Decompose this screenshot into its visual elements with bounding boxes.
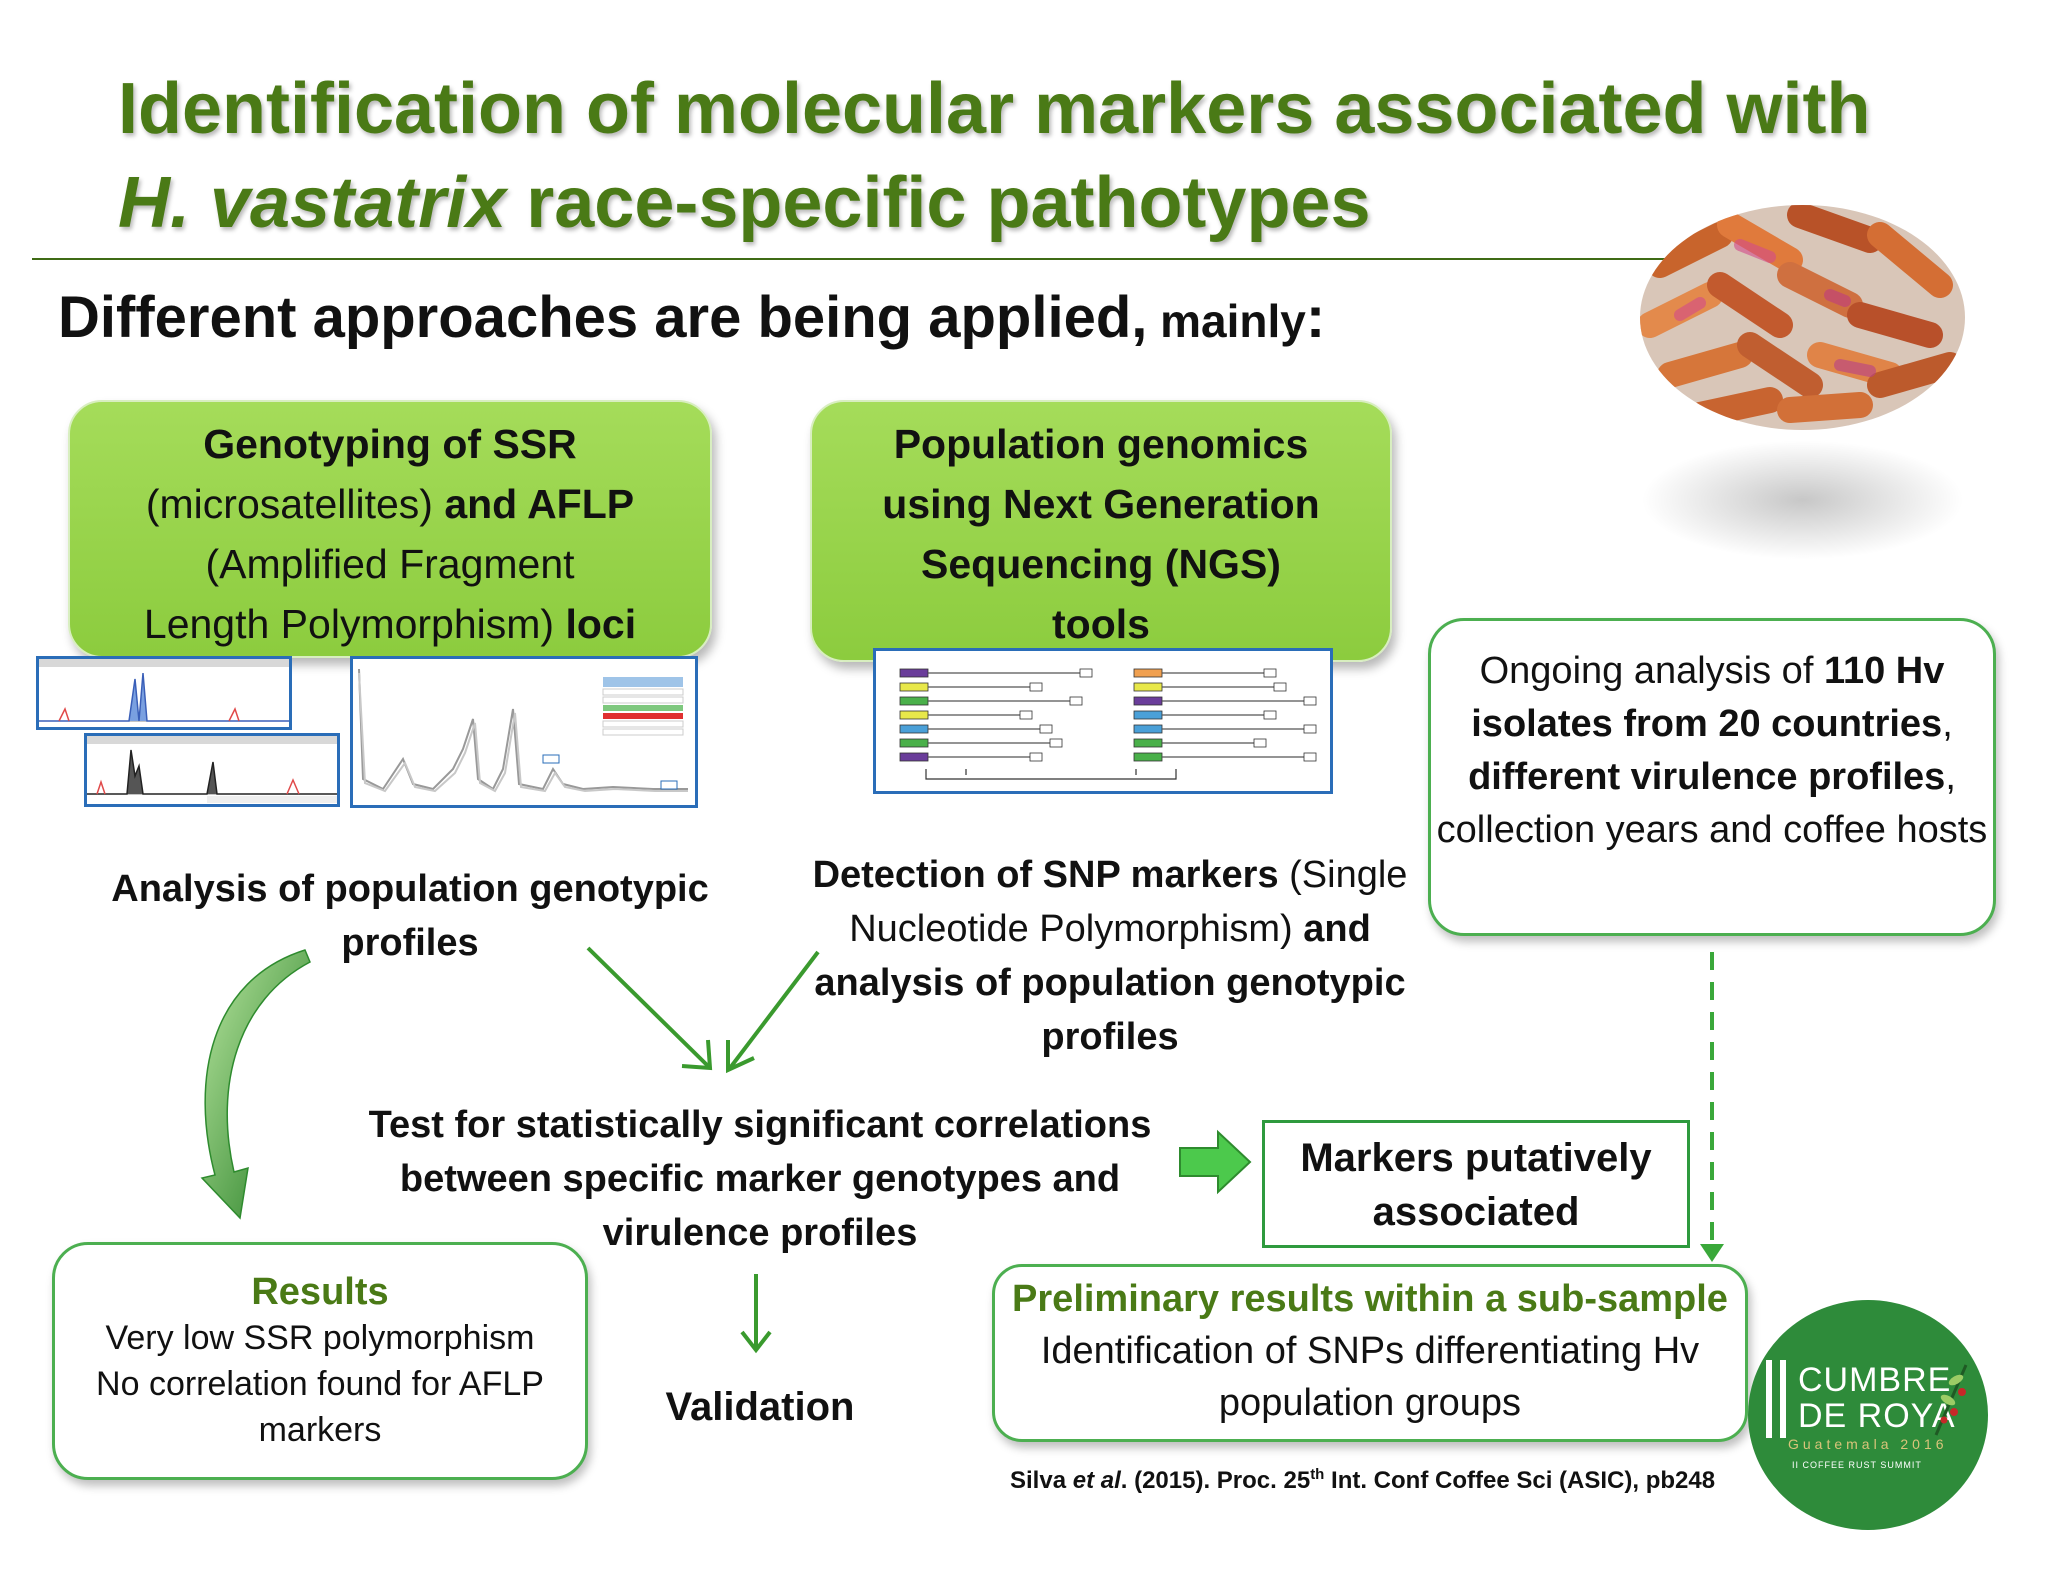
- subtitle-colon: :: [1305, 285, 1326, 350]
- electropherogram-image-2: [84, 733, 340, 807]
- results-box: Results Very low SSR polymorphism No cor…: [52, 1242, 588, 1480]
- electropherogram-image-1: [36, 656, 292, 730]
- citation-pre: Silva: [1010, 1467, 1073, 1494]
- snp-text-bold-2: and analysis of population genotypic pro…: [814, 908, 1406, 1058]
- logo-subtitle: II COFFEE RUST SUMMIT: [1792, 1460, 1922, 1470]
- citation-post: Int. Conf Coffee Sci (ASIC), pb248: [1324, 1467, 1716, 1494]
- read-end: [1253, 738, 1267, 748]
- ongoing-analysis-box: Ongoing analysis of 110 Hv isolates from…: [1428, 618, 1996, 936]
- ngs-box-line1: Population genomics: [893, 421, 1309, 467]
- ssr-box-line4a: Length Polymorphism): [143, 601, 555, 647]
- logo-roman-numeral-icon: [1766, 1360, 1786, 1438]
- snp-text-bold-1: Detection of SNP markers: [812, 854, 1279, 896]
- ongoing-text-1: Ongoing analysis of: [1479, 650, 1824, 692]
- slide-title: Identification of molecular markers asso…: [118, 62, 1918, 250]
- preliminary-heading: Preliminary results within a sub-sample: [1012, 1278, 1728, 1320]
- cumbre-de-roya-logo: CUMBRE DE ROYA Guatemala 2016 II COFFEE …: [1748, 1300, 1988, 1530]
- logo-year: Guatemala 2016: [1788, 1436, 1948, 1452]
- ssr-box-line2a: (microsatellites): [145, 481, 433, 527]
- ssr-box-line3: (Amplified Fragment: [205, 541, 575, 587]
- spore-capsules-image: [1640, 205, 1965, 430]
- read-end: [1069, 696, 1083, 706]
- read-end: [1263, 668, 1277, 678]
- population-analysis-text: Analysis of population genotypic profile…: [111, 868, 709, 964]
- slide-subtitle: Different approaches are being applied, …: [58, 284, 1325, 351]
- curved-arrow-to-results: [200, 949, 311, 1220]
- snp-detection-text: Detection of SNP markers (Single Nucleot…: [790, 848, 1430, 1064]
- read-end: [1263, 710, 1277, 720]
- logo-title-line2: DE ROYA: [1798, 1397, 1956, 1435]
- converging-arrows: [586, 946, 820, 1074]
- subtitle-main: Different approaches are being applied,: [58, 285, 1148, 350]
- read-end: [1029, 752, 1043, 762]
- coffee-branch-icon: [1934, 1364, 1968, 1436]
- read-bracket-ticks: [965, 769, 1137, 775]
- citation-sup: th: [1310, 1466, 1325, 1483]
- read-end: [1303, 696, 1317, 706]
- title-text-part1: Identification of molecular markers asso…: [118, 69, 1871, 149]
- title-divider: [32, 258, 1672, 260]
- results-line-1: Very low SSR polymorphism: [105, 1319, 535, 1357]
- read-end: [1303, 724, 1317, 734]
- read-end: [1049, 738, 1063, 748]
- ssr-box-line2b: and AFLP: [432, 481, 635, 527]
- logo-title-line1: CUMBRE: [1798, 1361, 1952, 1399]
- correlation-test-text: Test for statistically significant corre…: [368, 1104, 1152, 1254]
- results-heading: Results: [251, 1271, 389, 1313]
- ngs-box-line4: tools: [1052, 601, 1150, 647]
- down-arrow-to-validation: [740, 1274, 772, 1354]
- ongoing-bold-1: 110 Hv isolates from 20 countries: [1471, 650, 1945, 745]
- ngs-box-line3: Sequencing (NGS): [921, 541, 1281, 587]
- read-end: [1019, 710, 1033, 720]
- block-arrow-to-markers: [1179, 1129, 1252, 1195]
- ngs-reads-image: [873, 648, 1333, 794]
- read-end: [1303, 752, 1317, 762]
- ongoing-text-2: ,: [1942, 703, 1953, 745]
- logo-title: CUMBRE DE ROYA: [1798, 1362, 1956, 1434]
- read-end: [1273, 682, 1287, 692]
- capsules-image-shadow: [1640, 440, 1965, 560]
- ongoing-bold-2: different virulence profiles: [1468, 756, 1946, 798]
- markers-associated-box: Markers putatively associated: [1262, 1120, 1690, 1248]
- read-end: [1039, 724, 1053, 734]
- read-end: [1079, 668, 1093, 678]
- snp-text-normal: (Single Nucleotide Polymorphism): [849, 854, 1408, 950]
- subtitle-small: mainly: [1147, 295, 1306, 347]
- ongoing-text-3: , collection years and coffee hosts: [1436, 756, 1988, 851]
- results-line-2: No correlation found for AFLP markers: [96, 1365, 544, 1449]
- citation-italic: et al: [1072, 1467, 1121, 1494]
- validation-text: Validation: [665, 1385, 855, 1429]
- preliminary-body: Identification of SNPs differentiating H…: [1040, 1330, 1700, 1424]
- title-species-name: H. vastatrix: [118, 163, 507, 243]
- citation: Silva et al. (2015). Proc. 25th Int. Con…: [1010, 1466, 1715, 1495]
- read-bracket: [925, 769, 1177, 780]
- title-text-part2: race-specific pathotypes: [506, 163, 1371, 243]
- read-end: [1029, 682, 1043, 692]
- dashed-arrow-to-preliminary: [1700, 952, 1724, 1262]
- ssr-box-line1: Genotyping of SSR: [203, 421, 577, 467]
- ngs-population-genomics-box: Population genomics using Next Generatio…: [810, 400, 1392, 662]
- ssr-box-line4b: loci: [554, 601, 637, 647]
- aflp-profile-image: [350, 656, 698, 808]
- preliminary-results-box: Preliminary results within a sub-sample …: [992, 1264, 1748, 1442]
- ngs-box-line2: using Next Generation: [882, 481, 1320, 527]
- citation-mid: . (2015). Proc. 25: [1120, 1467, 1311, 1494]
